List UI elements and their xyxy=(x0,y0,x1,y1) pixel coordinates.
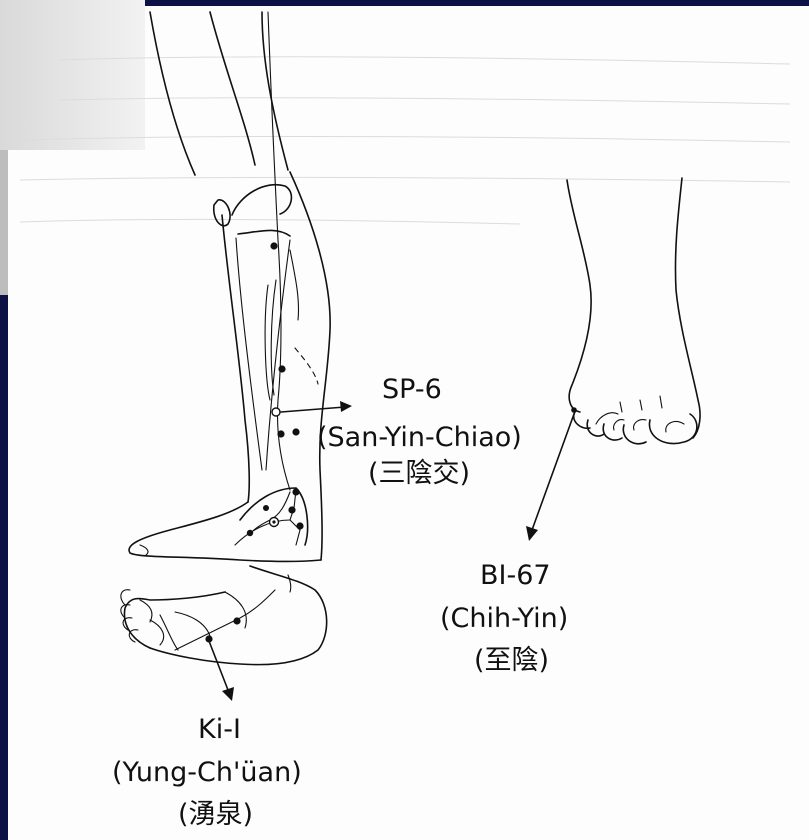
leg-figure xyxy=(129,12,330,562)
sole-figure xyxy=(121,566,327,665)
bl67-pinyin-label: (Chih-Yin) xyxy=(440,605,630,632)
sp6-pinyin-label: (San-Yin-Chiao) xyxy=(317,424,577,451)
bl67-code-label: BI-67 xyxy=(480,562,590,589)
ki1-chinese-label: (湧泉) xyxy=(178,801,308,828)
background-ghost-text xyxy=(20,57,790,224)
ki1-pinyin-label: (Yung-Ch'üan) xyxy=(112,759,372,786)
bl67-chinese-label: (至陰) xyxy=(474,647,604,674)
sp6-code-label: SP-6 xyxy=(382,376,482,403)
foot-figure xyxy=(567,178,700,444)
ki1-code-label: Ki-I xyxy=(198,716,278,743)
sp6-chinese-label: (三陰交) xyxy=(368,460,518,487)
